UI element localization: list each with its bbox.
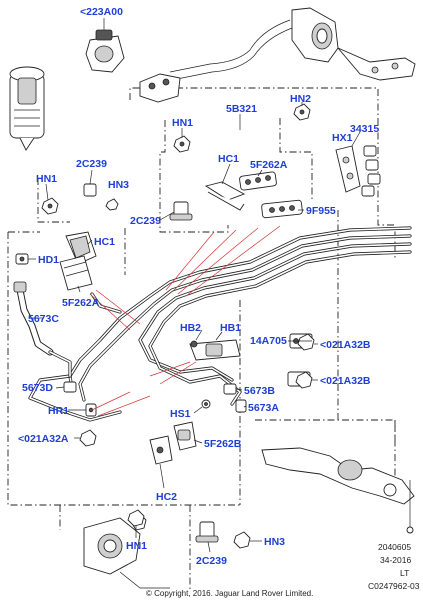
fastener-hr1 [85,403,97,417]
union-34315 [361,145,381,197]
label-hx1: HX1 [332,132,353,144]
clip-hc2 [149,435,173,465]
label-hn1-center: HN1 [172,117,193,129]
brake-fluid-reservoir [9,66,45,151]
clip-9f955 [261,199,303,219]
fitting-5673b [223,383,237,395]
label-5b321: 5B321 [226,103,257,115]
brake-pipe-bundle [28,226,412,422]
label-5673b: 5673B [244,385,275,397]
fitting-5673a [235,399,247,413]
label-hn2: HN2 [290,93,311,105]
clip-hd1 [15,253,29,265]
union-021a32b-a [297,333,315,351]
fitting-5673d [63,381,77,393]
label-leaders [28,102,361,553]
label-5673d: 5673D [22,382,53,394]
fastener-hn1-bottom [127,509,145,527]
label-hn1-bottom: HN1 [126,540,147,552]
label-hs1: HS1 [170,408,191,420]
diagram-meta: 2040605 34-2016 LT C0247962-03 © Copyrig… [146,542,420,598]
label-hn3-bottom: HN3 [264,536,285,548]
clamp-223a00 [85,18,125,73]
copyright-notice: © Copyright, 2016. Jaguar Land Rover Lim… [146,589,313,598]
label-hn1-left: HN1 [36,173,57,185]
fastener-hn3-bottom [233,531,251,549]
label-021a32b-lower: <021A32B [320,375,371,387]
red-callout-lines [89,225,281,417]
label-5f262a-top: 5F262A [250,159,288,171]
flexible-hose-5673c [13,281,72,378]
label-14a705: 14A705 [250,335,287,347]
label-hr1: HR1 [48,405,69,417]
fastener-hn1-left [41,197,59,215]
clip-hc1-center [204,181,246,211]
label-5f262a-left: 5F262A [62,297,100,309]
bracket-hx1 [335,145,361,193]
label-hc1-center: HC1 [218,153,239,165]
fastener-2c239-top [83,183,119,211]
clip-5f262a-center [239,171,277,191]
label-5f262b: 5F262B [204,438,242,450]
rear-axle-caliper [261,447,415,534]
label-5673a: 5673A [248,402,279,414]
meta-line-1: 2040605 [378,542,411,552]
meta-line-2: 34-2016 [380,555,411,565]
fastener-hn2 [293,103,311,121]
clip-5f262b [173,421,197,451]
bracket-hb1 [189,339,241,361]
part-labels: <223A00 5B321 HN2 HN1 HX1 34315 HC1 5F26… [18,6,379,567]
meta-line-3: LT [400,568,409,578]
label-021a32b-upper: <021A32B [320,339,371,351]
union-021a32b-b [287,371,313,389]
label-hb2: HB2 [180,322,201,334]
label-2c239-center: 2C239 [130,215,161,227]
fastener-2c239-center [169,201,193,221]
label-hn3-top: HN3 [108,179,129,191]
fastener-2c239-bottom [195,521,219,543]
fastener-hn1-center [173,135,191,153]
label-223a00: <223A00 [80,6,123,18]
label-hc2: HC2 [156,491,177,503]
label-34315: 34315 [350,123,379,135]
meta-line-4: C0247962-03 [368,581,420,591]
clip-hc1-left [59,231,97,291]
label-2c239-bottom: 2C239 [196,555,227,567]
label-5673c: 5673C [28,313,59,325]
label-9f955: 9F955 [306,205,336,217]
label-021a32a: <021A32A [18,433,69,445]
master-cylinder-assembly [139,7,416,103]
brake-caliper-bottom [83,513,170,589]
label-hc1-left: HC1 [94,236,115,248]
label-hb1: HB1 [220,322,241,334]
label-hd1: HD1 [38,254,59,266]
label-2c239-top: 2C239 [76,158,107,170]
fastener-hs1 [201,399,211,409]
union-021a32a [79,429,97,447]
